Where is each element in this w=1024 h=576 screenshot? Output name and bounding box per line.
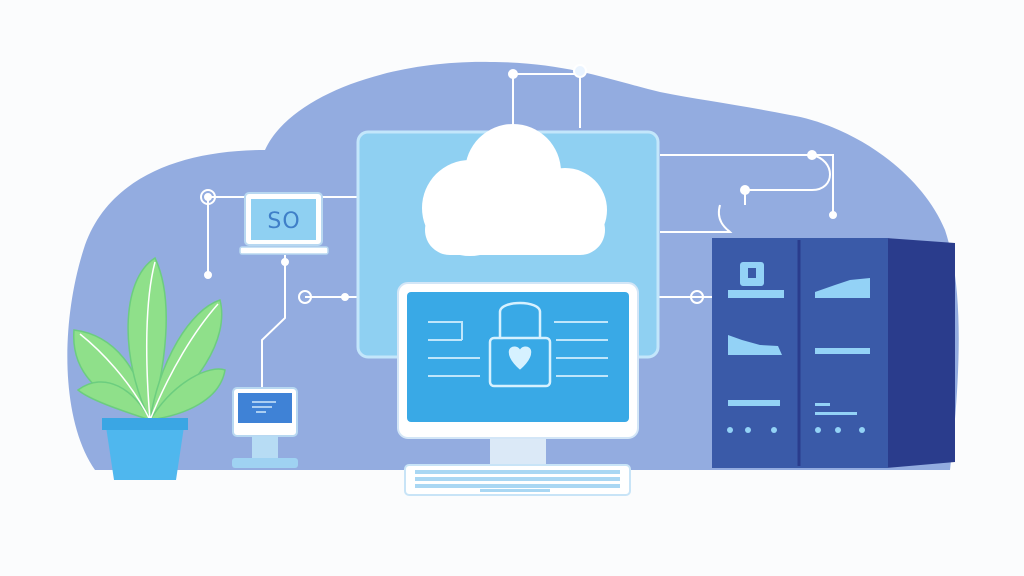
cloud-icon [422,124,607,256]
laptop-icon: SO [239,192,329,255]
connection-nodes [200,64,837,304]
desktop-monitor [397,282,639,469]
small-terminal-icon [232,387,298,468]
server-side [886,238,955,468]
plant-pot [105,420,185,480]
keyboard-icon [404,464,631,496]
potted-plant-icon [73,256,226,480]
padlock-heart-icon [488,301,552,388]
connection-lines [207,73,834,388]
laptop-screen-text: SO [267,209,300,234]
server-rack-icon [712,238,955,468]
